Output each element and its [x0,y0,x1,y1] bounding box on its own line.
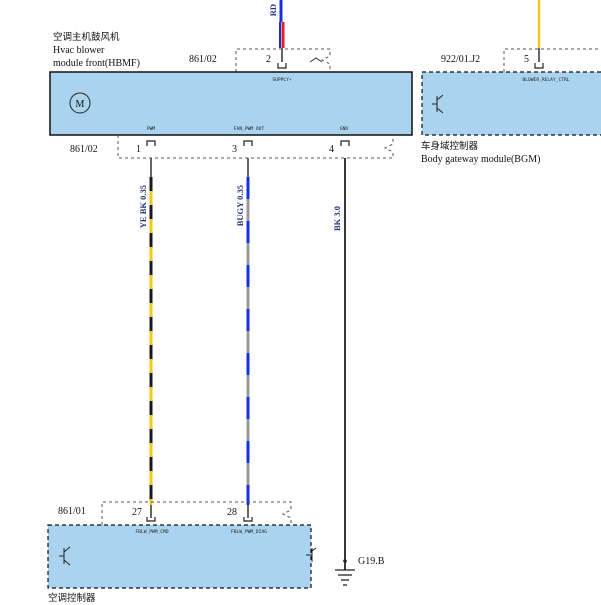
motor-icon [69,92,91,114]
gnd-wire-label: BK 3.0 [332,206,342,231]
hvac-ctrl-pin2-sig: FBLW_PWM_DIAG [231,529,267,535]
bgm-connector-outline [503,48,601,72]
top-wire-label: RD [268,4,278,16]
hbmf-pin-fan-sig: FAN_PWM OUT [234,126,265,132]
pin-terminal-icon [534,63,544,69]
hbmf-pin-fan-num: 3 [232,144,237,155]
ground-splice-dot [343,559,347,563]
bgm-module-box [421,71,601,136]
transistor-icon [432,94,444,114]
hvac-ctrl-connector: 861/01 [58,506,86,517]
hbmf-connector-bottom: 861/02 [70,144,98,155]
hvac-ctrl-connector-outline [101,501,292,525]
pin-terminal-icon [277,63,287,69]
hvac-ctrl-module-box [47,524,312,589]
hbmf-name-en2: module front(HBMF) [53,58,140,69]
hbmf-module-box [49,71,413,136]
hbmf-pin-supply-sig: SUPPLY+ [272,77,292,83]
bgm-pin-sig: BLOWER_RELAY_CTRL [522,77,569,83]
top-supply-wire [279,0,285,62]
pin-terminal-icon [146,517,156,522]
hbmf-connector-top: 861/02 [189,54,217,65]
hbmf-pin-gnd-sig: GND [340,126,349,132]
bgm-connector: 922/01.J2 [441,54,480,65]
hvac-ctrl-name-cn: 空调控制器 [48,592,96,604]
hbmf-name-cn: 空调主机鼓风机 [53,31,120,43]
pin-terminal-icon [340,140,350,146]
hbmf-pin-pwm-sig: PWM [147,126,156,132]
pwm-wire-label: YE BK 0.35 [138,185,148,228]
connector-notch-icon [309,57,323,63]
bgm-name-cn: 车身域控制器 [421,140,479,152]
ground-label: G19.B [358,556,385,567]
pin-terminal-icon [243,517,253,522]
transistor-icon [59,546,71,566]
bgm-pin-num: 5 [524,54,529,65]
pin-terminal-icon [146,140,156,146]
input-arrow-icon [306,547,317,562]
hvac-ctrl-pin1-sig: FBLW_PWM_CMD [135,529,168,535]
hbmf-bottom-connector-outline [117,135,394,159]
fan-wire-label: BUGY 0.35 [235,185,245,226]
hbmf-pin-pwm-num: 1 [136,144,141,155]
hbmf-pin-gnd-num: 4 [329,144,334,155]
pin-terminal-icon [243,140,253,146]
hbmf-name-en1: Hvac blower [53,45,105,56]
ground-icon [335,569,355,586]
hvac-ctrl-pin2-num: 28 [227,507,237,518]
motor-symbol: M [76,99,85,110]
hvac-ctrl-pin1-num: 27 [132,507,142,518]
bgm-name-en: Body gateway module(BGM) [421,154,540,165]
hbmf-pin-supply-num: 2 [266,54,271,65]
